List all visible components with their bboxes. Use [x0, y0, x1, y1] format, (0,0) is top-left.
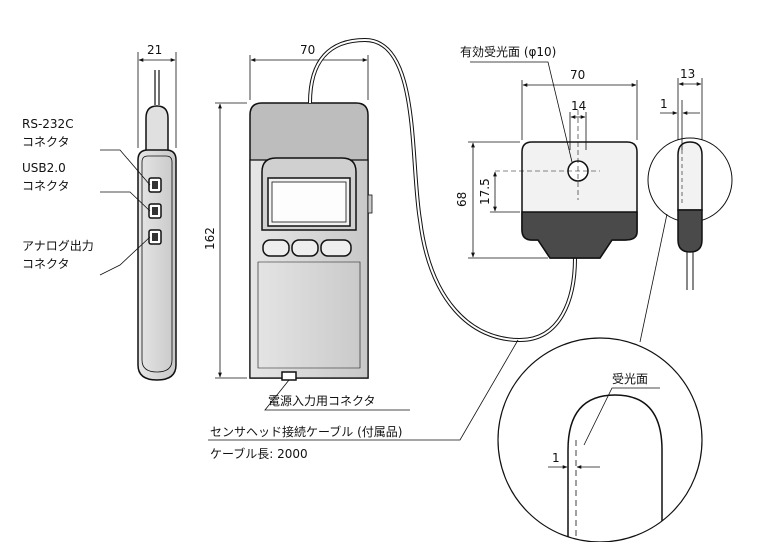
meter-side-view	[137, 70, 177, 381]
main-height-dimension	[215, 102, 247, 379]
connector-leaders	[99, 149, 151, 276]
sensor-side-offset-label: 1	[660, 97, 668, 111]
main-width-label: 70	[300, 43, 315, 57]
usb-label: USB2.0	[22, 161, 66, 175]
aperture-label: 有効受光面 (φ10)	[460, 44, 556, 59]
detail-offset-label: 1	[552, 451, 560, 465]
sensor-side-dimension	[660, 78, 703, 150]
sensor-center-label: 14	[571, 99, 586, 113]
side-width-dimension	[137, 52, 177, 148]
sensor-offset-label: 17.5	[478, 178, 492, 205]
sensor-centerlines	[495, 110, 600, 200]
sensor-side-width-label: 13	[680, 67, 695, 81]
rs232c-label: RS-232C	[22, 117, 74, 131]
detail-view	[497, 337, 703, 542]
sensor-head-side	[647, 137, 733, 290]
sensor-head-front	[521, 141, 638, 259]
sensor-height-dimension	[468, 141, 548, 259]
sensor-height-label: 68	[455, 192, 469, 207]
usb-label-2: コネクタ	[22, 179, 70, 193]
rs232c-label-2: コネクタ	[22, 135, 70, 149]
sensor-width-label: 70	[570, 68, 585, 82]
cable-label: センサヘッド接続ケーブル (付属品)	[210, 424, 402, 439]
analog-label-2: コネクタ	[22, 257, 70, 271]
side-width-label: 21	[147, 43, 162, 57]
main-height-label: 162	[203, 227, 217, 250]
sensor-width-dimension	[521, 80, 638, 150]
cable-length-label: ケーブル長: 2000	[210, 446, 308, 461]
meter-front-view	[249, 102, 373, 381]
analog-label: アナログ出力	[22, 239, 94, 253]
main-width-dimension	[249, 55, 369, 100]
power-connector-label: 電源入力用コネクタ	[268, 394, 376, 408]
receiving-surface-label: 受光面	[612, 372, 648, 386]
